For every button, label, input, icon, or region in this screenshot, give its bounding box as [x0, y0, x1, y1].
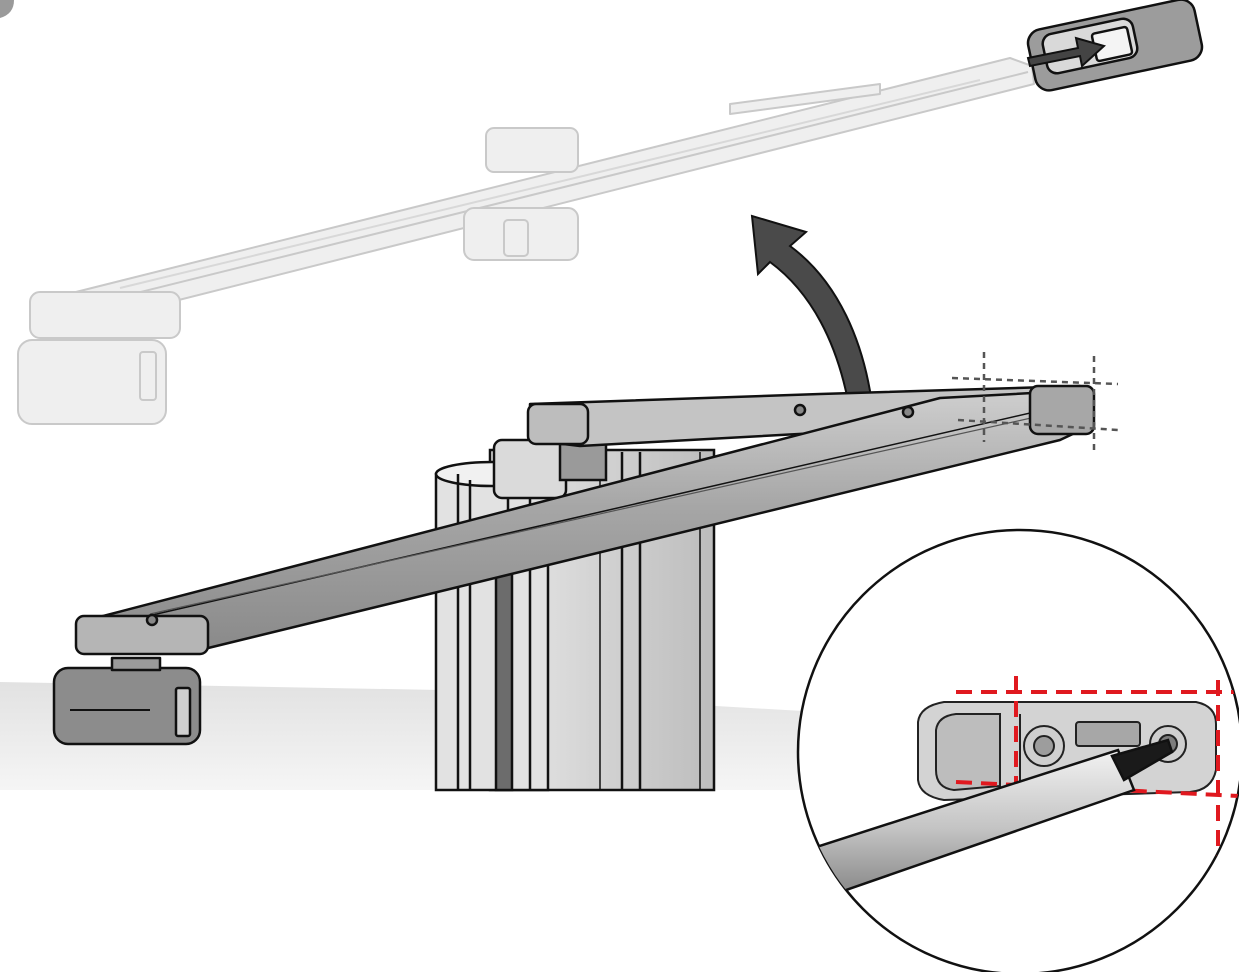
alignment-guides [951, 352, 1119, 452]
highlight-outline [955, 676, 1239, 972]
end-cap-top [1026, 0, 1204, 92]
insertion-arrow [1026, 36, 1107, 68]
rotation-arrow [750, 214, 876, 426]
detail-callout [796, 528, 1239, 972]
crossbar-lowered [52, 384, 1096, 746]
corner-tab [0, 0, 14, 18]
crossbar-raised-ghost [17, 57, 1035, 425]
